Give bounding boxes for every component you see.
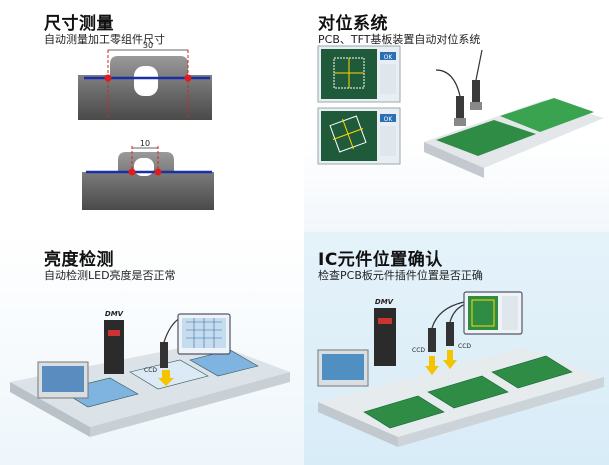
measure-point	[184, 74, 192, 82]
ccd-label: CCD	[144, 367, 157, 374]
section-title: 对位系统	[318, 14, 388, 34]
section-title: IC元件位置确认	[318, 250, 443, 270]
controller-unit	[374, 308, 396, 366]
section-title: 亮度检测	[44, 250, 114, 270]
ccd-label: CCD	[412, 347, 425, 354]
pcb-board	[363, 395, 445, 429]
pcb-board	[491, 355, 573, 389]
camera	[456, 96, 464, 124]
section-subtitle: PCB、TFT基板装置自动对位系统	[318, 33, 481, 46]
brightness-illustration: DMV CCD	[10, 310, 290, 437]
brand-label: DMV	[105, 310, 124, 318]
svg-text:OK: OK	[384, 116, 394, 123]
ic-illustration: DMV CCD CCD	[317, 291, 604, 447]
alignment-illustration: OK OK	[317, 45, 604, 178]
pcb-board	[436, 120, 536, 156]
controller-unit	[104, 320, 124, 374]
section-title: 尺寸测量	[44, 14, 114, 34]
pcb-board	[500, 98, 594, 132]
measure-point	[104, 74, 112, 82]
dimension-label-top: 30	[143, 41, 153, 50]
panel-ic-position-check: IC元件位置确认 检查PCB板元件插件位置是否正确 DMV CCD CCD	[304, 232, 609, 465]
pcb-board	[427, 375, 509, 409]
camera	[428, 328, 436, 352]
arrow-indicator	[443, 350, 457, 369]
metal-part-bottom	[82, 152, 214, 210]
panel-dimension-measurement: 尺寸测量 自动测量加工零组件尺寸 30 10	[0, 0, 304, 232]
camera	[472, 80, 480, 108]
arrow-indicator	[425, 356, 439, 375]
camera	[446, 322, 454, 346]
svg-text:OK: OK	[384, 54, 394, 61]
brand-label: DMV	[375, 298, 394, 306]
panel-brightness-detection: 亮度检测 自动检测LED亮度是否正常 DMV CCD	[0, 232, 304, 465]
section-subtitle: 自动测量加工零组件尺寸	[44, 33, 165, 46]
part-hole	[134, 66, 158, 96]
section-subtitle: 检查PCB板元件插件位置是否正确	[318, 269, 483, 282]
camera	[160, 342, 168, 368]
panel-alignment-system: 对位系统 PCB、TFT基板装置自动对位系统 OK OK	[304, 0, 609, 232]
section-subtitle: 自动检测LED亮度是否正常	[44, 269, 176, 282]
ccd-label: CCD	[458, 343, 471, 350]
dimension-illustration: 30 10	[78, 41, 214, 210]
dimension-label-bottom: 10	[140, 139, 150, 148]
arrow-indicator	[158, 370, 174, 386]
led-panel	[59, 377, 139, 408]
